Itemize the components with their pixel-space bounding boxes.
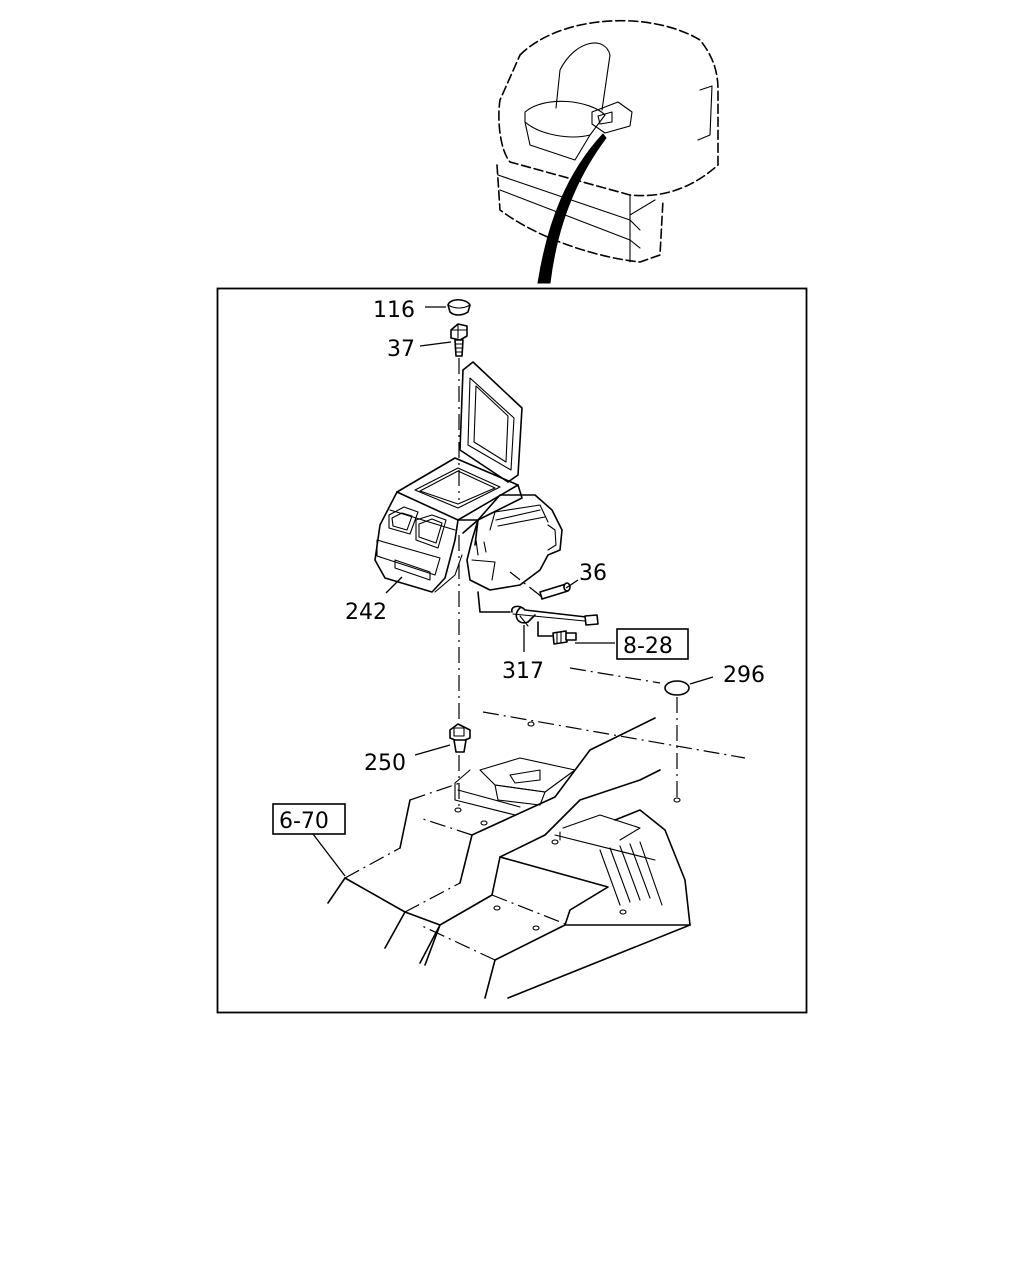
floor-panel xyxy=(327,667,746,999)
cap-116 xyxy=(447,298,471,316)
reference-6-70[interactable]: 6-70 xyxy=(272,803,346,835)
callout-36: 36 xyxy=(579,561,607,586)
pin-36 xyxy=(539,582,571,600)
harness-317 xyxy=(477,591,599,627)
console-box xyxy=(374,361,563,593)
callout-296: 296 xyxy=(723,663,765,688)
clip-250 xyxy=(449,723,471,753)
cab-overview xyxy=(496,20,719,284)
callout-250: 250 xyxy=(364,751,406,776)
connector-8-28 xyxy=(537,621,577,645)
assembly-lines xyxy=(458,358,678,810)
bolt-37 xyxy=(450,323,468,357)
detail-frame xyxy=(216,287,808,1014)
callout-242: 242 xyxy=(345,600,387,625)
reference-8-28[interactable]: 8-28 xyxy=(616,628,689,660)
reference-label-6-70: 6-70 xyxy=(279,809,329,834)
plug-296 xyxy=(664,680,690,696)
leader-lines xyxy=(312,306,714,877)
reference-label-8-28: 8-28 xyxy=(623,634,673,659)
callout-37: 37 xyxy=(387,337,415,362)
callout-317: 317 xyxy=(502,659,544,684)
callout-116: 116 xyxy=(373,298,415,323)
